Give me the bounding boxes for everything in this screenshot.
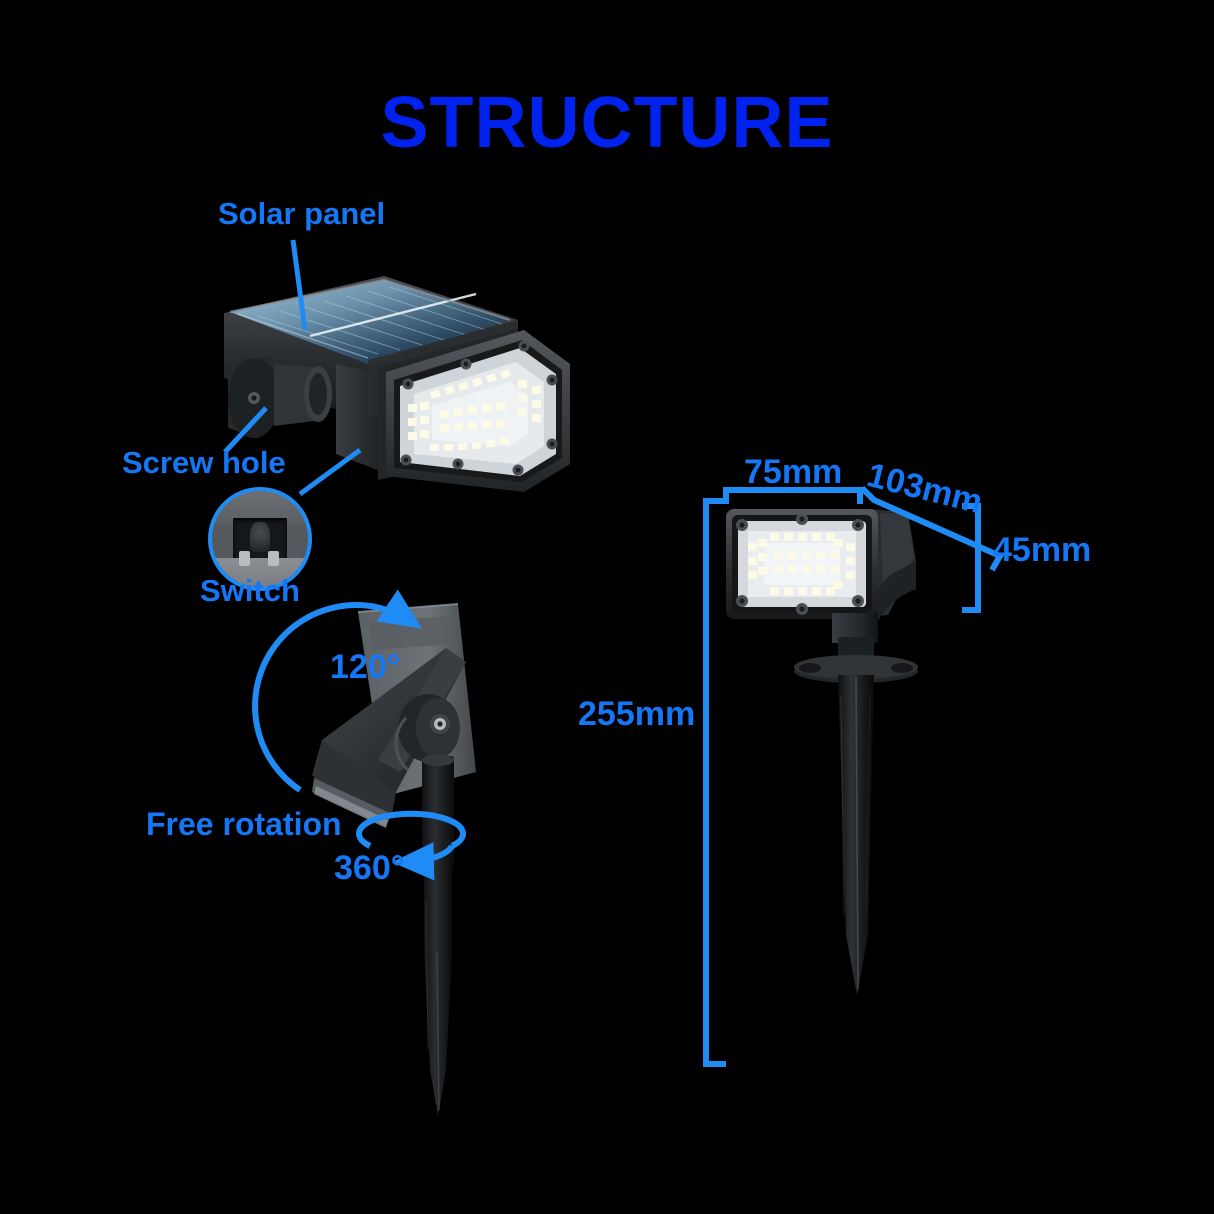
switch-detail-callout: [208, 487, 312, 591]
solar-panel-lamp-image: [218, 268, 588, 518]
dimension-total-length: 255mm: [578, 695, 696, 733]
dimension-width: 75mm: [744, 453, 843, 491]
dimension-height: 45mm: [993, 531, 1092, 569]
label-solar-panel: Solar panel: [218, 196, 386, 231]
label-tilt-angle: 120°: [330, 648, 401, 686]
label-switch: Switch: [200, 573, 300, 608]
page-title: STRUCTURE: [380, 83, 834, 163]
garden-spike-lamp-image: [712, 495, 1012, 1075]
label-spin-angle: 360°: [334, 849, 405, 887]
label-free-rotation: Free rotation: [146, 806, 342, 842]
label-screw-hole: Screw hole: [122, 445, 286, 480]
